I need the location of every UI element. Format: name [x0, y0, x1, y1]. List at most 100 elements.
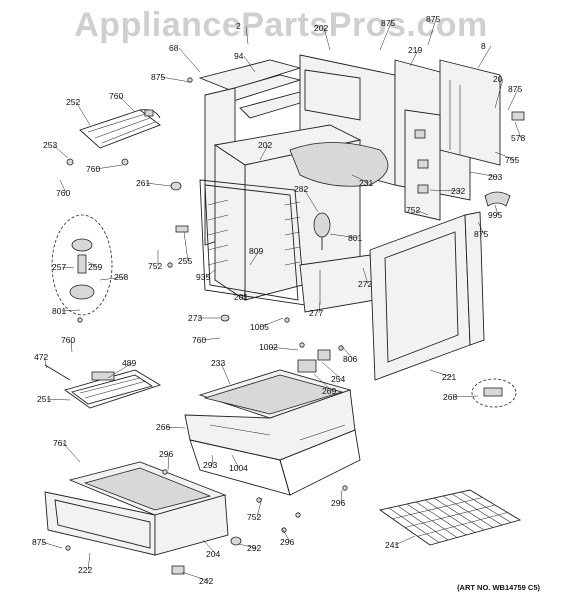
callout-8: 8 [481, 41, 486, 51]
leader-line [160, 76, 191, 83]
leader-line [415, 209, 429, 216]
leader-line [62, 442, 81, 463]
leader-line [313, 373, 333, 392]
oven-rack [378, 489, 522, 546]
leader-line [95, 164, 123, 170]
callout-273: 273 [188, 313, 202, 323]
callout-257: 257 [52, 262, 66, 272]
leader-line [469, 171, 499, 178]
callout-222: 222 [78, 565, 92, 575]
callout-1004: 1004 [229, 463, 248, 473]
callout-760: 760 [109, 91, 123, 101]
callout-760: 760 [56, 188, 70, 198]
leader-line [43, 356, 48, 369]
callout-255: 255 [178, 256, 192, 266]
callout-68: 68 [169, 43, 179, 53]
screw-icon [162, 469, 168, 475]
callout-253: 253 [43, 140, 57, 150]
leader-line [409, 49, 419, 67]
leader-line [477, 221, 485, 235]
callout-202: 202 [314, 23, 328, 33]
leader-line [321, 361, 342, 380]
leader-lines [41, 18, 522, 582]
leader-line [245, 25, 249, 45]
callout-806: 806 [343, 354, 357, 364]
leader-line [99, 276, 125, 281]
switch-assembly [51, 214, 113, 316]
callout-755: 755 [505, 155, 519, 165]
callout-875: 875 [381, 18, 395, 28]
leader-line [268, 346, 299, 351]
callout-272: 272 [358, 279, 372, 289]
oven-body [198, 54, 501, 313]
leader-line [178, 47, 201, 73]
leader-line [514, 121, 522, 139]
callout-231: 231 [359, 178, 373, 188]
callout-296: 296 [331, 498, 345, 508]
callout-201: 201 [234, 292, 248, 302]
small-parts [65, 77, 525, 575]
callout-254: 254 [331, 374, 345, 384]
leader-line [494, 151, 516, 161]
callout-935: 935 [196, 272, 210, 282]
leader-line [181, 571, 210, 582]
screw-icon [65, 545, 71, 551]
leader-line [507, 88, 519, 111]
leader-line [211, 454, 214, 466]
callout-995: 995 [488, 210, 502, 220]
callout-266: 266 [156, 422, 170, 432]
callout-875: 875 [508, 84, 522, 94]
callout-752: 752 [247, 512, 261, 522]
callout-232: 232 [451, 186, 465, 196]
callout-1005: 1005 [250, 322, 269, 332]
leader-line [256, 497, 263, 518]
leader-line [494, 78, 504, 109]
bake-element [44, 364, 162, 409]
callout-277: 277 [309, 308, 323, 318]
callout-578: 578 [511, 133, 525, 143]
leader-line [59, 179, 67, 194]
leader-line [183, 231, 189, 262]
leader-line [379, 22, 392, 51]
callout-204: 204 [206, 549, 220, 559]
leader-line [107, 362, 133, 379]
callout-233: 233 [211, 358, 225, 368]
callout-760: 760 [86, 164, 100, 174]
leader-line [243, 289, 246, 298]
leader-line [452, 395, 479, 398]
leader-line [494, 204, 499, 216]
callout-801: 801 [52, 306, 66, 316]
callout-269: 269 [322, 386, 336, 396]
bottom-frame [184, 369, 361, 496]
leader-line [165, 426, 186, 429]
leader-line [323, 27, 331, 51]
leader-line [145, 182, 172, 187]
leader-line [87, 261, 99, 268]
leader-line [259, 144, 269, 161]
leader-line [429, 369, 453, 378]
leader-line [52, 144, 69, 159]
callout-489: 489 [122, 358, 136, 368]
callout-296: 296 [280, 537, 294, 547]
leader-line [61, 266, 75, 269]
leader-line [303, 188, 319, 213]
callout-241: 241 [385, 540, 399, 550]
screw-icon [295, 512, 301, 518]
leader-line [61, 309, 81, 312]
leader-line [243, 55, 256, 73]
leader-line [340, 489, 343, 504]
callout-2: 2 [236, 21, 241, 31]
callout-20: 20 [493, 74, 503, 84]
callout-760: 760 [61, 335, 75, 345]
leader-line [318, 301, 321, 314]
leader-line [231, 454, 240, 469]
leader-line [281, 527, 291, 543]
callout-259: 259 [88, 262, 102, 272]
callout-760: 760 [192, 335, 206, 345]
callout-752: 752 [406, 205, 420, 215]
callout-875: 875 [151, 72, 165, 82]
screw-icon [77, 317, 83, 323]
leader-line [429, 189, 462, 192]
